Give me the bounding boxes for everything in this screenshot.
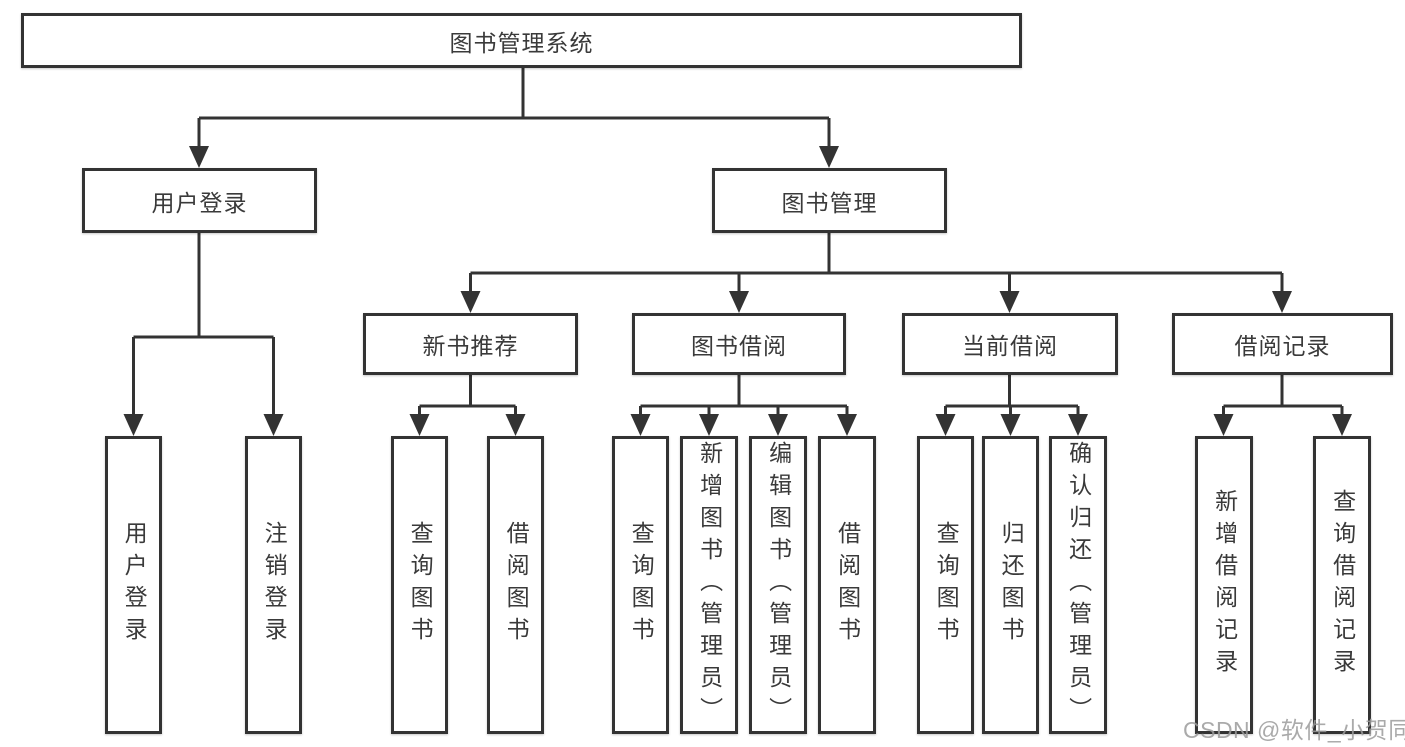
node-query-books-borrow: 查询图书 xyxy=(612,436,669,734)
node-query-books-current-label: 查询图书 xyxy=(933,521,960,649)
node-confirm-return-admin-label: 确认归还（管理员） xyxy=(1065,441,1092,729)
node-new-book-recommend-label: 新书推荐 xyxy=(422,333,519,359)
node-borrow-books-newbooks: 借阅图书 xyxy=(487,436,544,734)
node-edit-books-admin: 编辑图书（管理员） xyxy=(749,436,807,734)
node-root: 图书管理系统 xyxy=(21,13,1022,68)
node-borrow-books-borrow-label: 借阅图书 xyxy=(834,521,861,649)
tree-edges xyxy=(132,67,1344,418)
node-edit-books-admin-label: 编辑图书（管理员） xyxy=(765,441,792,729)
node-confirm-return-admin: 确认归还（管理员） xyxy=(1049,436,1107,734)
node-book-borrowing-label: 图书借阅 xyxy=(691,333,787,359)
node-user-login-leaf: 用户登录 xyxy=(105,436,162,734)
node-query-books-newbooks: 查询图书 xyxy=(391,436,448,734)
csdn-watermark: CSDN @软件_小贺同学 xyxy=(1183,717,1405,743)
node-root-label: 图书管理系统 xyxy=(449,29,594,56)
node-query-borrow-record-label: 查询借阅记录 xyxy=(1329,489,1356,681)
node-current-borrowing: 当前借阅 xyxy=(902,313,1118,375)
node-user-login: 用户登录 xyxy=(82,168,317,233)
node-new-book-recommend: 新书推荐 xyxy=(363,313,578,375)
node-add-books-admin-label: 新增图书（管理员） xyxy=(696,441,723,729)
node-query-books-borrow-label: 查询图书 xyxy=(628,521,655,649)
node-add-borrow-record: 新增借阅记录 xyxy=(1195,436,1253,734)
node-query-books-newbooks-label: 查询图书 xyxy=(407,521,434,649)
node-borrow-records: 借阅记录 xyxy=(1172,313,1393,375)
node-borrow-records-label: 借阅记录 xyxy=(1234,333,1331,359)
node-current-borrowing-label: 当前借阅 xyxy=(962,333,1058,359)
node-borrow-books-borrow: 借阅图书 xyxy=(818,436,876,734)
node-user-login-label: 用户登录 xyxy=(151,189,248,216)
node-return-books: 归还图书 xyxy=(982,436,1039,734)
node-query-books-current: 查询图书 xyxy=(917,436,974,734)
node-borrow-books-newbooks-label: 借阅图书 xyxy=(503,521,530,649)
arrow-heads xyxy=(123,146,1352,436)
node-add-borrow-record-label: 新增借阅记录 xyxy=(1211,489,1238,681)
node-user-login-leaf-label: 用户登录 xyxy=(121,521,148,649)
node-query-borrow-record: 查询借阅记录 xyxy=(1313,436,1371,734)
node-book-management: 图书管理 xyxy=(712,168,947,233)
node-add-books-admin: 新增图书（管理员） xyxy=(680,436,738,734)
node-book-borrowing: 图书借阅 xyxy=(632,313,846,375)
node-book-management-label: 图书管理 xyxy=(781,189,878,216)
node-logout-leaf-label: 注销登录 xyxy=(261,521,288,649)
node-return-books-label: 归还图书 xyxy=(998,521,1025,649)
node-logout-leaf: 注销登录 xyxy=(245,436,302,734)
